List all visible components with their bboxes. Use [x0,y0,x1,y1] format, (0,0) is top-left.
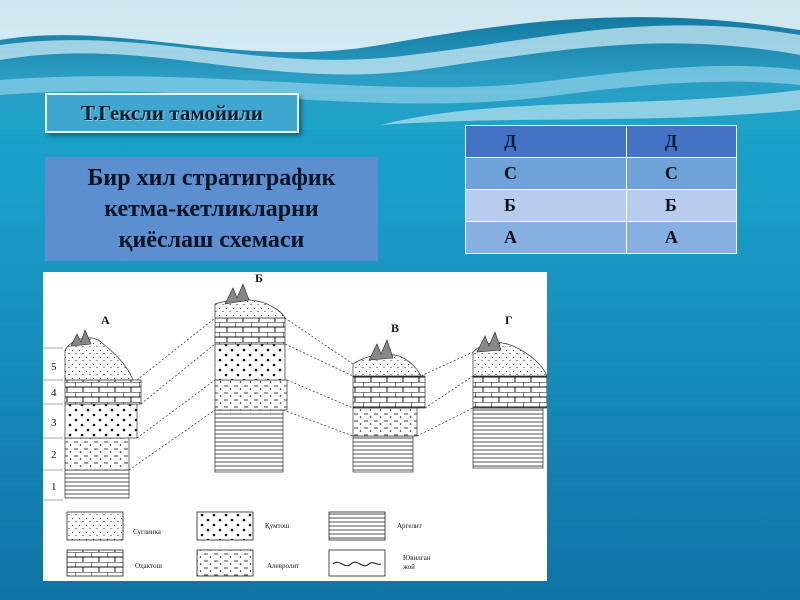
column-label: Г [505,313,513,327]
layer-number: 5 [51,361,57,373]
table-row: А А [465,221,738,254]
layer-scale: 5 4 3 2 1 [43,347,63,501]
table-row: Д Д [465,125,738,158]
column-v: В [352,321,426,473]
column-b: Б [214,272,288,473]
legend: Суглинка Қумтош Аргелит Оҳактош Алевроли… [66,511,431,577]
table-cell: С [625,157,738,190]
layer-number: 1 [51,481,57,493]
column-label: В [391,321,399,335]
stratigraphy-svg: 5 4 3 2 1 А Б [43,272,547,577]
table-cell: А [465,221,627,254]
table-row: Б Б [465,189,738,222]
stratigraphy-diagram: 5 4 3 2 1 А Б [43,272,547,581]
column-label: Б [255,272,263,285]
legend-label: Алевролит [267,562,299,570]
column-g: Г [472,313,547,469]
legend-label: Оҳактош [135,562,162,570]
legend-label: Аргелит [397,522,422,530]
table-cell: Б [625,189,738,222]
table-cell: А [625,221,738,254]
table-cell: С [465,157,627,190]
table-cell: Б [465,189,627,222]
layer-number: 2 [51,449,57,461]
table-row: С С [465,157,738,190]
correlation-lines [128,317,474,471]
letters-table: Д Д С С Б Б А А [465,125,738,254]
layer-number: 3 [51,417,57,429]
layer-number: 4 [51,387,57,399]
legend-label: Суглинка [133,528,162,536]
title-box: Т.Гексли тамойили [45,93,299,133]
column-a: А [64,313,142,499]
table-cell: Д [625,125,738,158]
slide-subtitle: Бир хил стратиграфик кетма-кетликларни қ… [87,164,336,253]
column-label: А [101,313,110,327]
slide-title: Т.Гексли тамойили [81,100,263,125]
subtitle-box: Бир хил стратиграфик кетма-кетликларни қ… [45,157,378,261]
table-cell: Д [465,125,627,158]
legend-label: Қумтош [265,522,290,530]
